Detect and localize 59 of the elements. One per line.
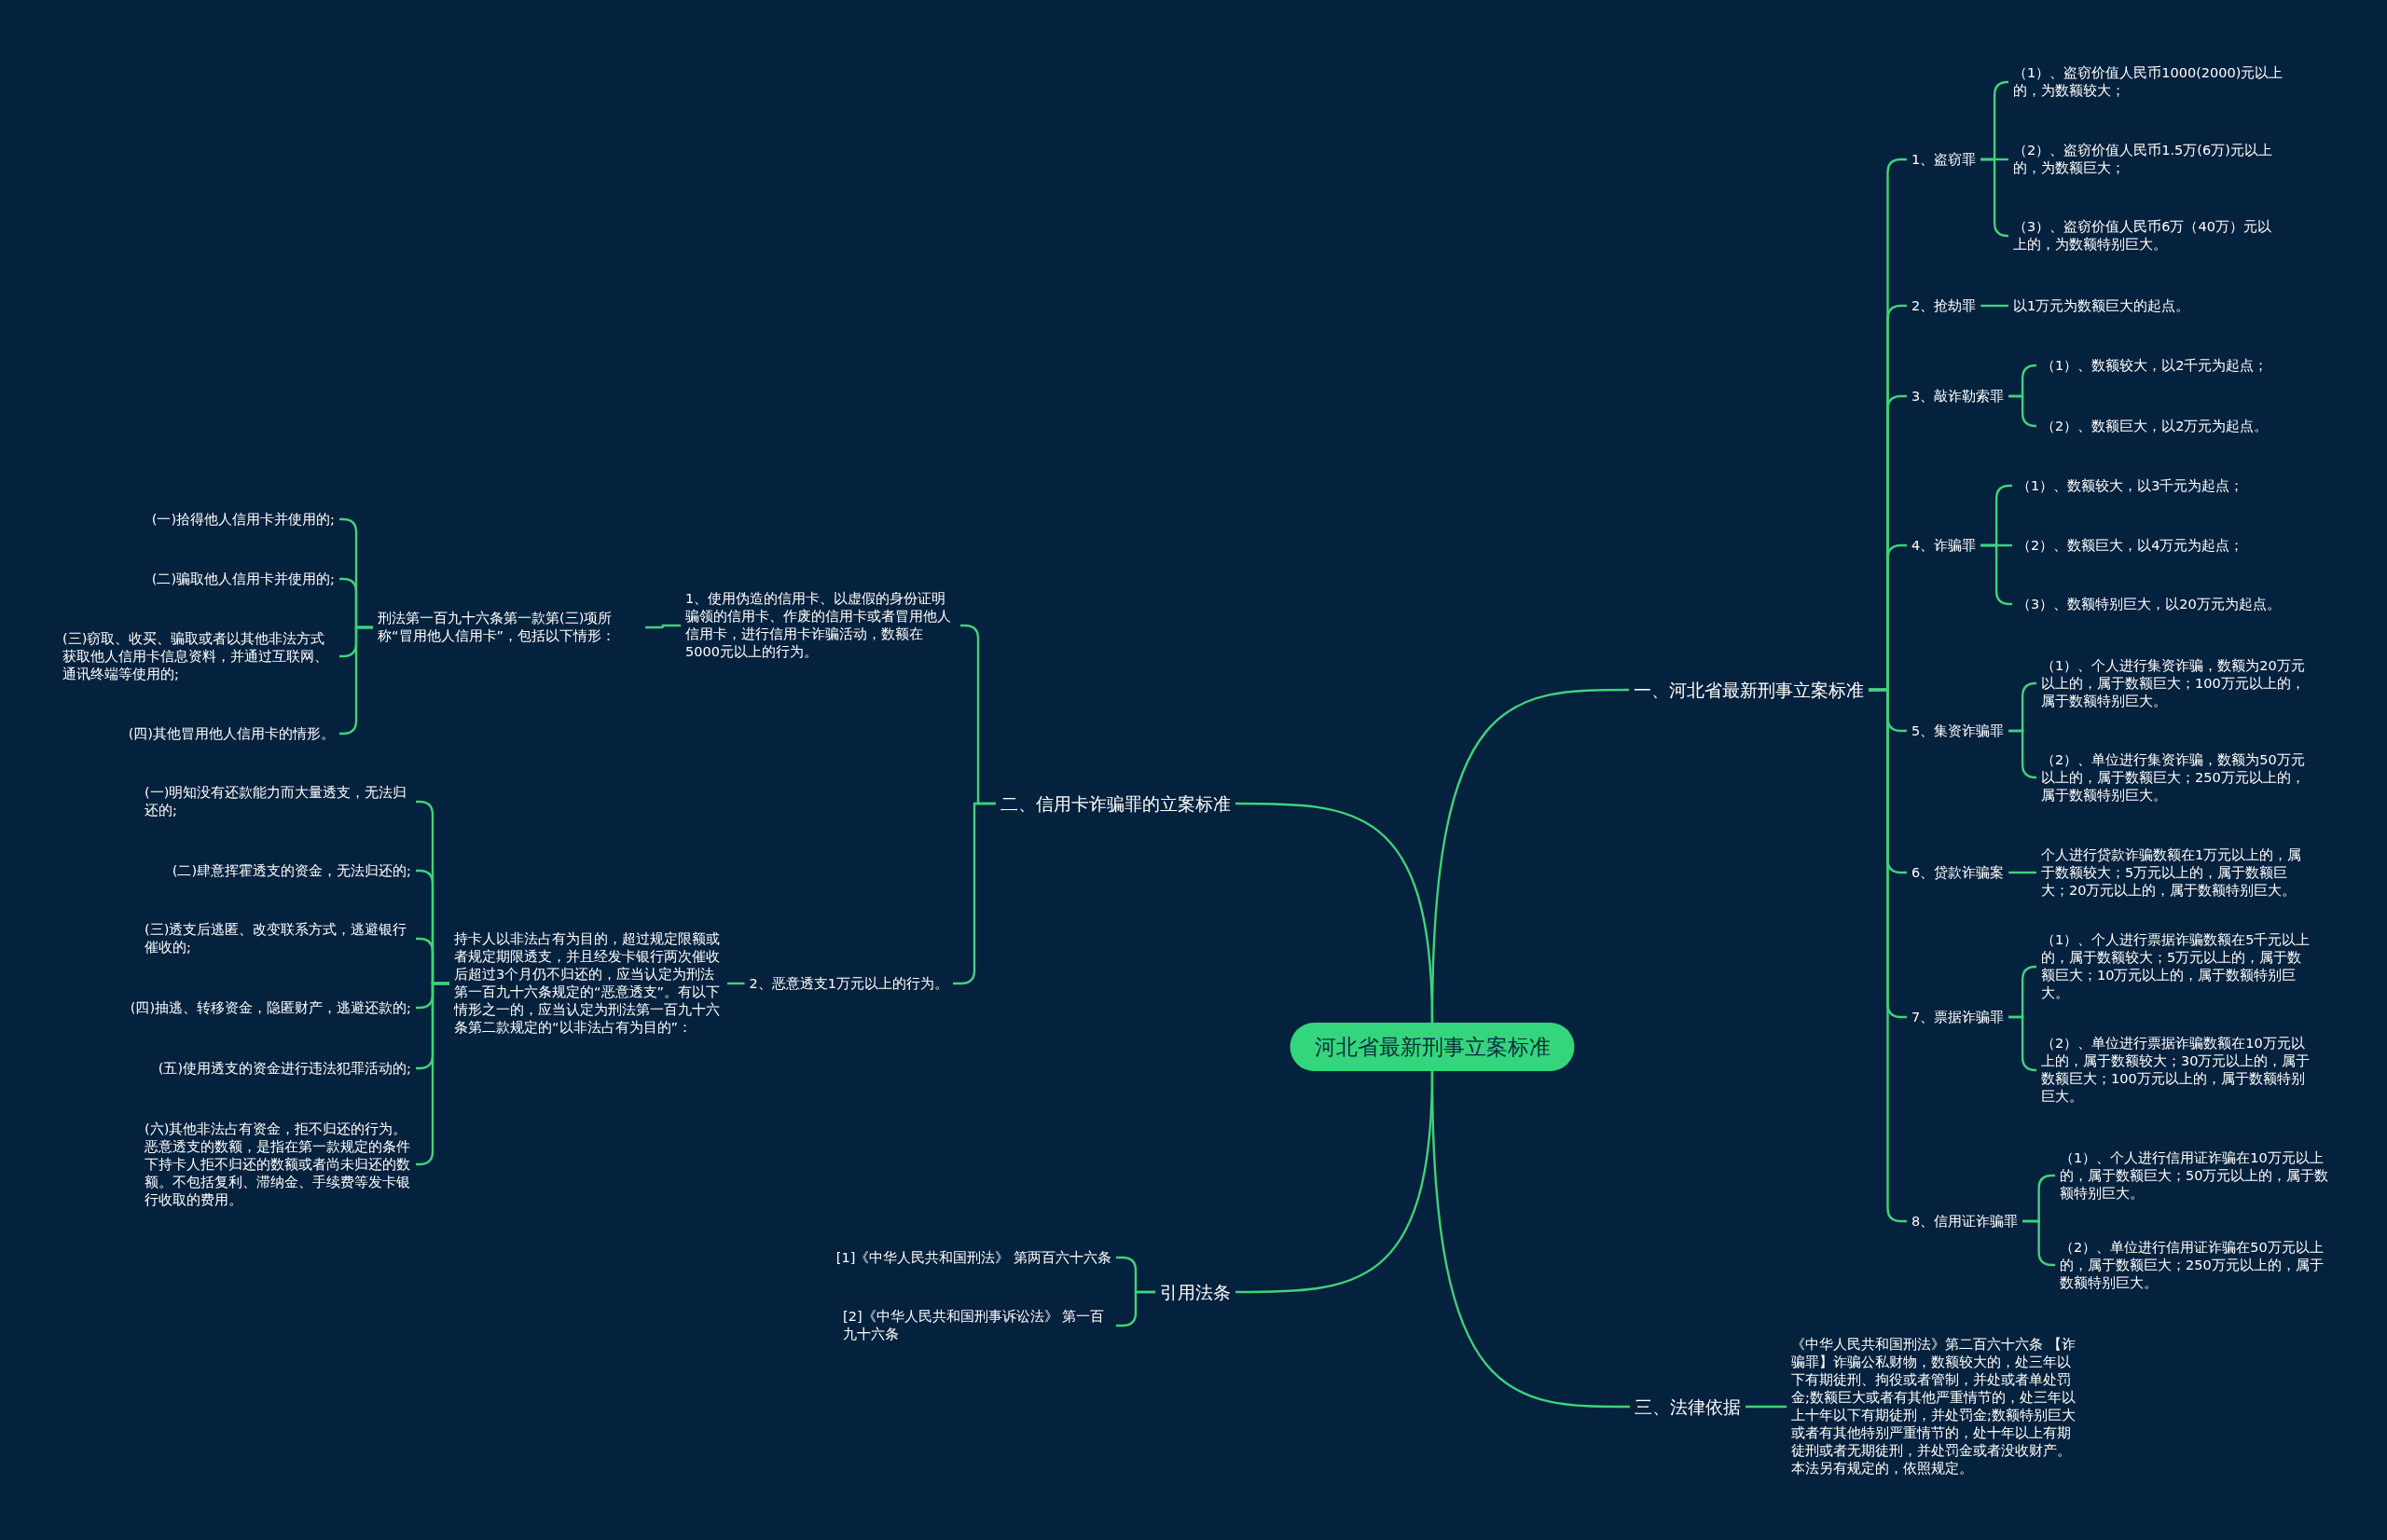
subtopic-text: (一)拾得他人信用卡并使用的; — [146, 507, 339, 531]
connector-line — [2008, 1015, 2037, 1072]
subtopic-text: （2）、单位进行信用证诈骗在50万元以上的，属于数额巨大；250万元以上的，属于数额特别巨大。 — [2055, 1235, 2335, 1295]
subtopic-text: 5、集资诈骗罪 — [1907, 719, 2009, 743]
connector-line — [645, 624, 681, 629]
subtopic-text: （3）、盗窃价值人民币6万（40万）元以上的，为数额特别巨大。 — [2008, 215, 2288, 256]
subtopic-text: （2）、盗窃价值人民币1.5万(6万)元以上的，为数额巨大； — [2008, 139, 2288, 180]
subtopic-text: (四)抽逃、转移资金，隐匿财产，逃避还款的; — [125, 996, 416, 1020]
subtopic-text: (四)其他冒用他人信用卡的情形。 — [123, 722, 339, 746]
subtopic-text: 持卡人以非法占有为目的，超过规定限额或者规定期限透支，并且经发卡银行两次催收后超过3个月仍不归还的，应当认定为刑法第一百九十六条规定的“恶意透支”。有以下情形之一的，应当认定为刑法第一百九十六条第二款规定的“以非法占有为目的”： — [449, 928, 727, 1039]
connector-line — [2008, 394, 2037, 428]
subtopic-text: 1、使用伪造的信用卡、以虚假的身份证明骗领的信用卡、作废的信用卡或者冒用他人信用卡，进行信用卡诈骗活动，数额在5000元以上的行为。 — [681, 587, 960, 664]
central-topic: 河北省最新刑事立案标准 — [1290, 1023, 1575, 1071]
subtopic-text: （1）、数额较大，以2千元为起点； — [2036, 353, 2273, 378]
subtopic-text: 7、票据诈骗罪 — [1907, 1005, 2009, 1029]
subtopic-text: (五)使用透支的资金进行违法犯罪活动的; — [153, 1056, 416, 1080]
branch-topic: 三、法律依据 — [1630, 1393, 1745, 1421]
subtopic-text: 8、信用证诈骗罪 — [1907, 1209, 2023, 1233]
subtopic-text: (三)透支后逃匿、改变联系方式，逃避银行催收的; — [140, 918, 416, 959]
branch-topic: 二、信用卡诈骗罪的立案标准 — [996, 790, 1235, 818]
subtopic-text: （1）、数额较大，以3千元为起点； — [2012, 474, 2249, 498]
connector-line — [2008, 729, 2037, 779]
subtopic-text: 2、抢劫罪 — [1907, 294, 1981, 318]
subtopic-text: (二)骗取他人信用卡并使用的; — [146, 567, 339, 591]
connector-line — [1116, 1290, 1155, 1327]
subtopic-text: （2）、单位进行集资诈骗，数额为50万元以上的，属于数额巨大；250万元以上的，属于数额特别巨大。 — [2036, 748, 2316, 807]
subtopic-text: 1、盗窃罪 — [1907, 147, 1981, 172]
subtopic-text: （1）、个人进行信用证诈骗在10万元以上的，属于数额巨大；50万元以上的，属于数额特别巨大。 — [2055, 1146, 2335, 1205]
subtopic-text: （3）、数额特别巨大，以20万元为起点。 — [2012, 592, 2285, 616]
subtopic-text: （1）、盗窃价值人民币1000(2000)元以上的，为数额较大； — [2008, 62, 2288, 103]
subtopic-text: (二)肆意挥霍透支的资金，无法归还的; — [167, 859, 416, 883]
subtopic-text: （2）、数额巨大，以2万元为起点。 — [2036, 414, 2273, 438]
subtopic-text: 以1万元为数额巨大的起点。 — [2008, 294, 2195, 318]
subtopic-text: 6、贷款诈骗案 — [1907, 860, 2009, 885]
subtopic-text: (三)窃取、收买、骗取或者以其他非法方式获取他人信用卡信息资料，并通过互联网、通讯终端等使用的; — [58, 626, 339, 686]
connector-line — [2008, 871, 2036, 874]
subtopic-text: 3、敲诈勒索罪 — [1907, 384, 2009, 408]
subtopic-text: 《中华人民共和国刑法》第二百六十六条 【诈骗罪】诈骗公私财物，数额较大的，处三年以下有期徒刑、拘役或者管制，并处或者单处罚金;数额巨大或者有其他严重情节的，处三年以上十年以下有期徒刑，并处罚金;数额特别巨大或者有其他特别严重情节的，处十年以上有期徒刑或者无期徒刑，并处罚金或者没收财产。本法另有规定的，依照规定。 — [1787, 1333, 2083, 1480]
branch-topic: 引用法条 — [1155, 1278, 1235, 1306]
subtopic-text: [2]《中华人民共和国刑事诉讼法》 第一百九十六条 — [838, 1305, 1116, 1346]
connector-line — [2022, 1219, 2055, 1267]
connector-line — [727, 982, 745, 985]
connector-line — [1430, 1070, 1630, 1409]
subtopic-text: (一)明知没有还款能力而大量透支，无法归还的; — [140, 781, 416, 822]
connector-line — [1745, 1405, 1787, 1409]
subtopic-text: （1）、个人进行票据诈骗数额在5千元以上的，属于数额较大；5万元以上的，属于数额巨大；10万元以上的，属于数额特别巨大。 — [2036, 928, 2316, 1005]
subtopic-text: 4、诈骗罪 — [1907, 533, 1981, 557]
connector-line — [1980, 158, 2009, 238]
subtopic-text: （1）、个人进行集资诈骗，数额为20万元以上的，属于数额巨大；100万元以上的，属于数额特别巨大。 — [2036, 653, 2316, 713]
subtopic-text: (六)其他非法占有资金，拒不归还的行为。恶意透支的数额，是指在第一款规定的条件下持卡人拒不归还的数额或者尚未归还的数额。不包括复利、滞纳金、手续费等发卡银行收取的费用。 — [140, 1117, 416, 1212]
subtopic-text: （2）、单位进行票据诈骗数额在10万元以上的，属于数额较大；30万元以上的，属于数额巨大；100万元以上的，属于数额特别巨大。 — [2036, 1032, 2316, 1108]
subtopic-text: 刑法第一百九十六条第一款第(三)项所称“冒用他人信用卡”，包括以下情形： — [373, 607, 645, 648]
subtopic-text: [1]《中华人民共和国刑法》 第两百六十六条 — [831, 1245, 1116, 1270]
connector-line — [1235, 802, 1434, 1024]
branch-topic: 一、河北省最新刑事立案标准 — [1629, 676, 1869, 704]
connector-line — [1980, 304, 2008, 308]
subtopic-text: （2）、数额巨大，以4万元为起点； — [2012, 533, 2249, 557]
subtopic-text: 个人进行贷款诈骗数额在1万元以上的，属于数额较大；5万元以上的，属于数额巨大；20万元以上的，属于数额特别巨大。 — [2036, 843, 2316, 902]
subtopic-text: 2、恶意透支1万元以上的行为。 — [744, 971, 953, 996]
